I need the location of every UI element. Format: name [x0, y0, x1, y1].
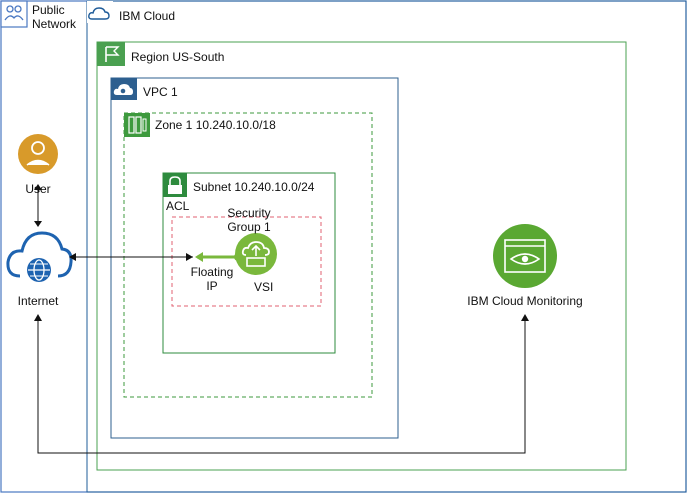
monitoring-icon	[493, 224, 557, 288]
arrowhead-up-icon	[34, 314, 42, 321]
floating-ip-line2: IP	[206, 279, 218, 293]
internet-label: Internet	[17, 294, 59, 308]
vpc-label: VPC 1	[143, 85, 178, 99]
security-group-label: Security Group 1	[218, 206, 280, 234]
user-label: User	[25, 182, 51, 196]
public-network-line2: Network	[32, 17, 77, 31]
lock-icon	[163, 173, 187, 197]
acl-label: ACL	[166, 199, 190, 213]
arrowhead-down-icon	[34, 221, 42, 227]
vsi-icon	[235, 233, 277, 275]
internet-icon	[6, 231, 73, 282]
security-group-line2: Group 1	[227, 220, 271, 234]
vpc-boundary	[110, 77, 399, 439]
security-group-line1: Security	[227, 206, 271, 220]
flag-icon	[97, 42, 125, 66]
ibm-cloud-boundary	[86, 0, 687, 493]
public-network-icon	[0, 0, 28, 28]
arrowhead-left-icon	[69, 253, 76, 261]
ibm-cloud-label: IBM Cloud	[119, 9, 176, 23]
region-boundary	[96, 41, 627, 471]
internet-monitoring-connector	[37, 316, 526, 454]
arrowhead-up-icon	[34, 184, 42, 190]
zone-icon	[124, 113, 150, 137]
user-icon	[18, 134, 58, 174]
arrowhead-right-icon	[186, 253, 193, 261]
subnet-label: Subnet 10.240.10.0/24	[193, 180, 315, 194]
arrowhead-up-icon	[521, 314, 529, 321]
floating-ip-label: Floating IP	[186, 265, 238, 293]
vpc-icon	[111, 78, 137, 100]
public-network-line1: Public	[32, 3, 65, 17]
vsi-label: VSI	[254, 280, 274, 294]
monitoring-label: IBM Cloud Monitoring	[467, 294, 583, 308]
floating-ip-icon	[195, 252, 242, 262]
public-network-label: Public Network	[32, 3, 76, 31]
region-label: Region US-South	[131, 50, 225, 64]
floating-ip-line1: Floating	[190, 265, 234, 279]
cloud-icon	[87, 1, 113, 23]
zone-label: Zone 1 10.240.10.0/18	[155, 118, 276, 132]
subnet-boundary	[162, 172, 336, 354]
